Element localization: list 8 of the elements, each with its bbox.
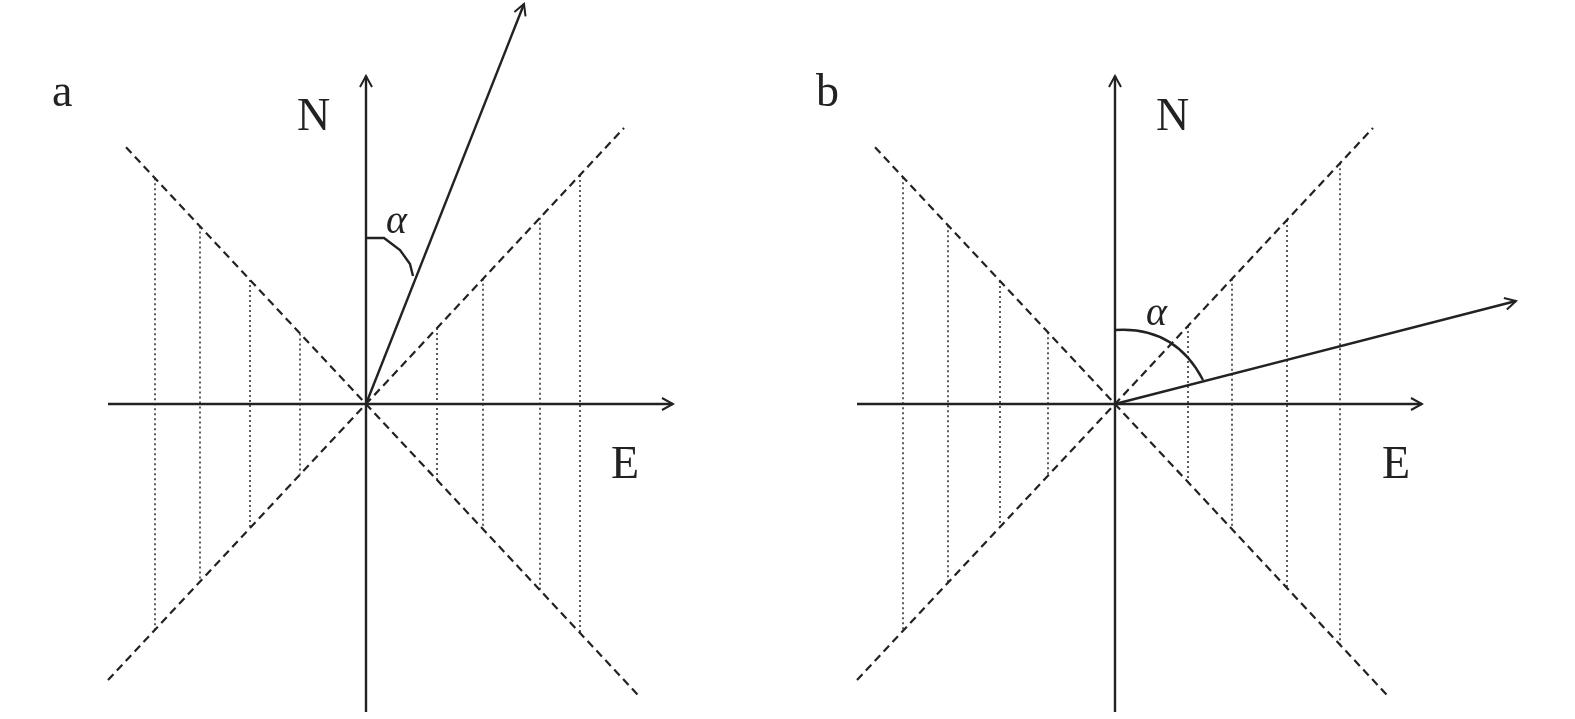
panel-letter: b bbox=[816, 68, 839, 114]
axis-label: E bbox=[611, 440, 640, 486]
angle-label: α bbox=[386, 200, 407, 240]
axis-label: E bbox=[1382, 440, 1411, 486]
axis-label: N bbox=[1156, 92, 1190, 138]
axis-label: N bbox=[297, 92, 331, 138]
panel-letter: a bbox=[52, 68, 73, 114]
angle-label: α bbox=[1146, 292, 1167, 332]
